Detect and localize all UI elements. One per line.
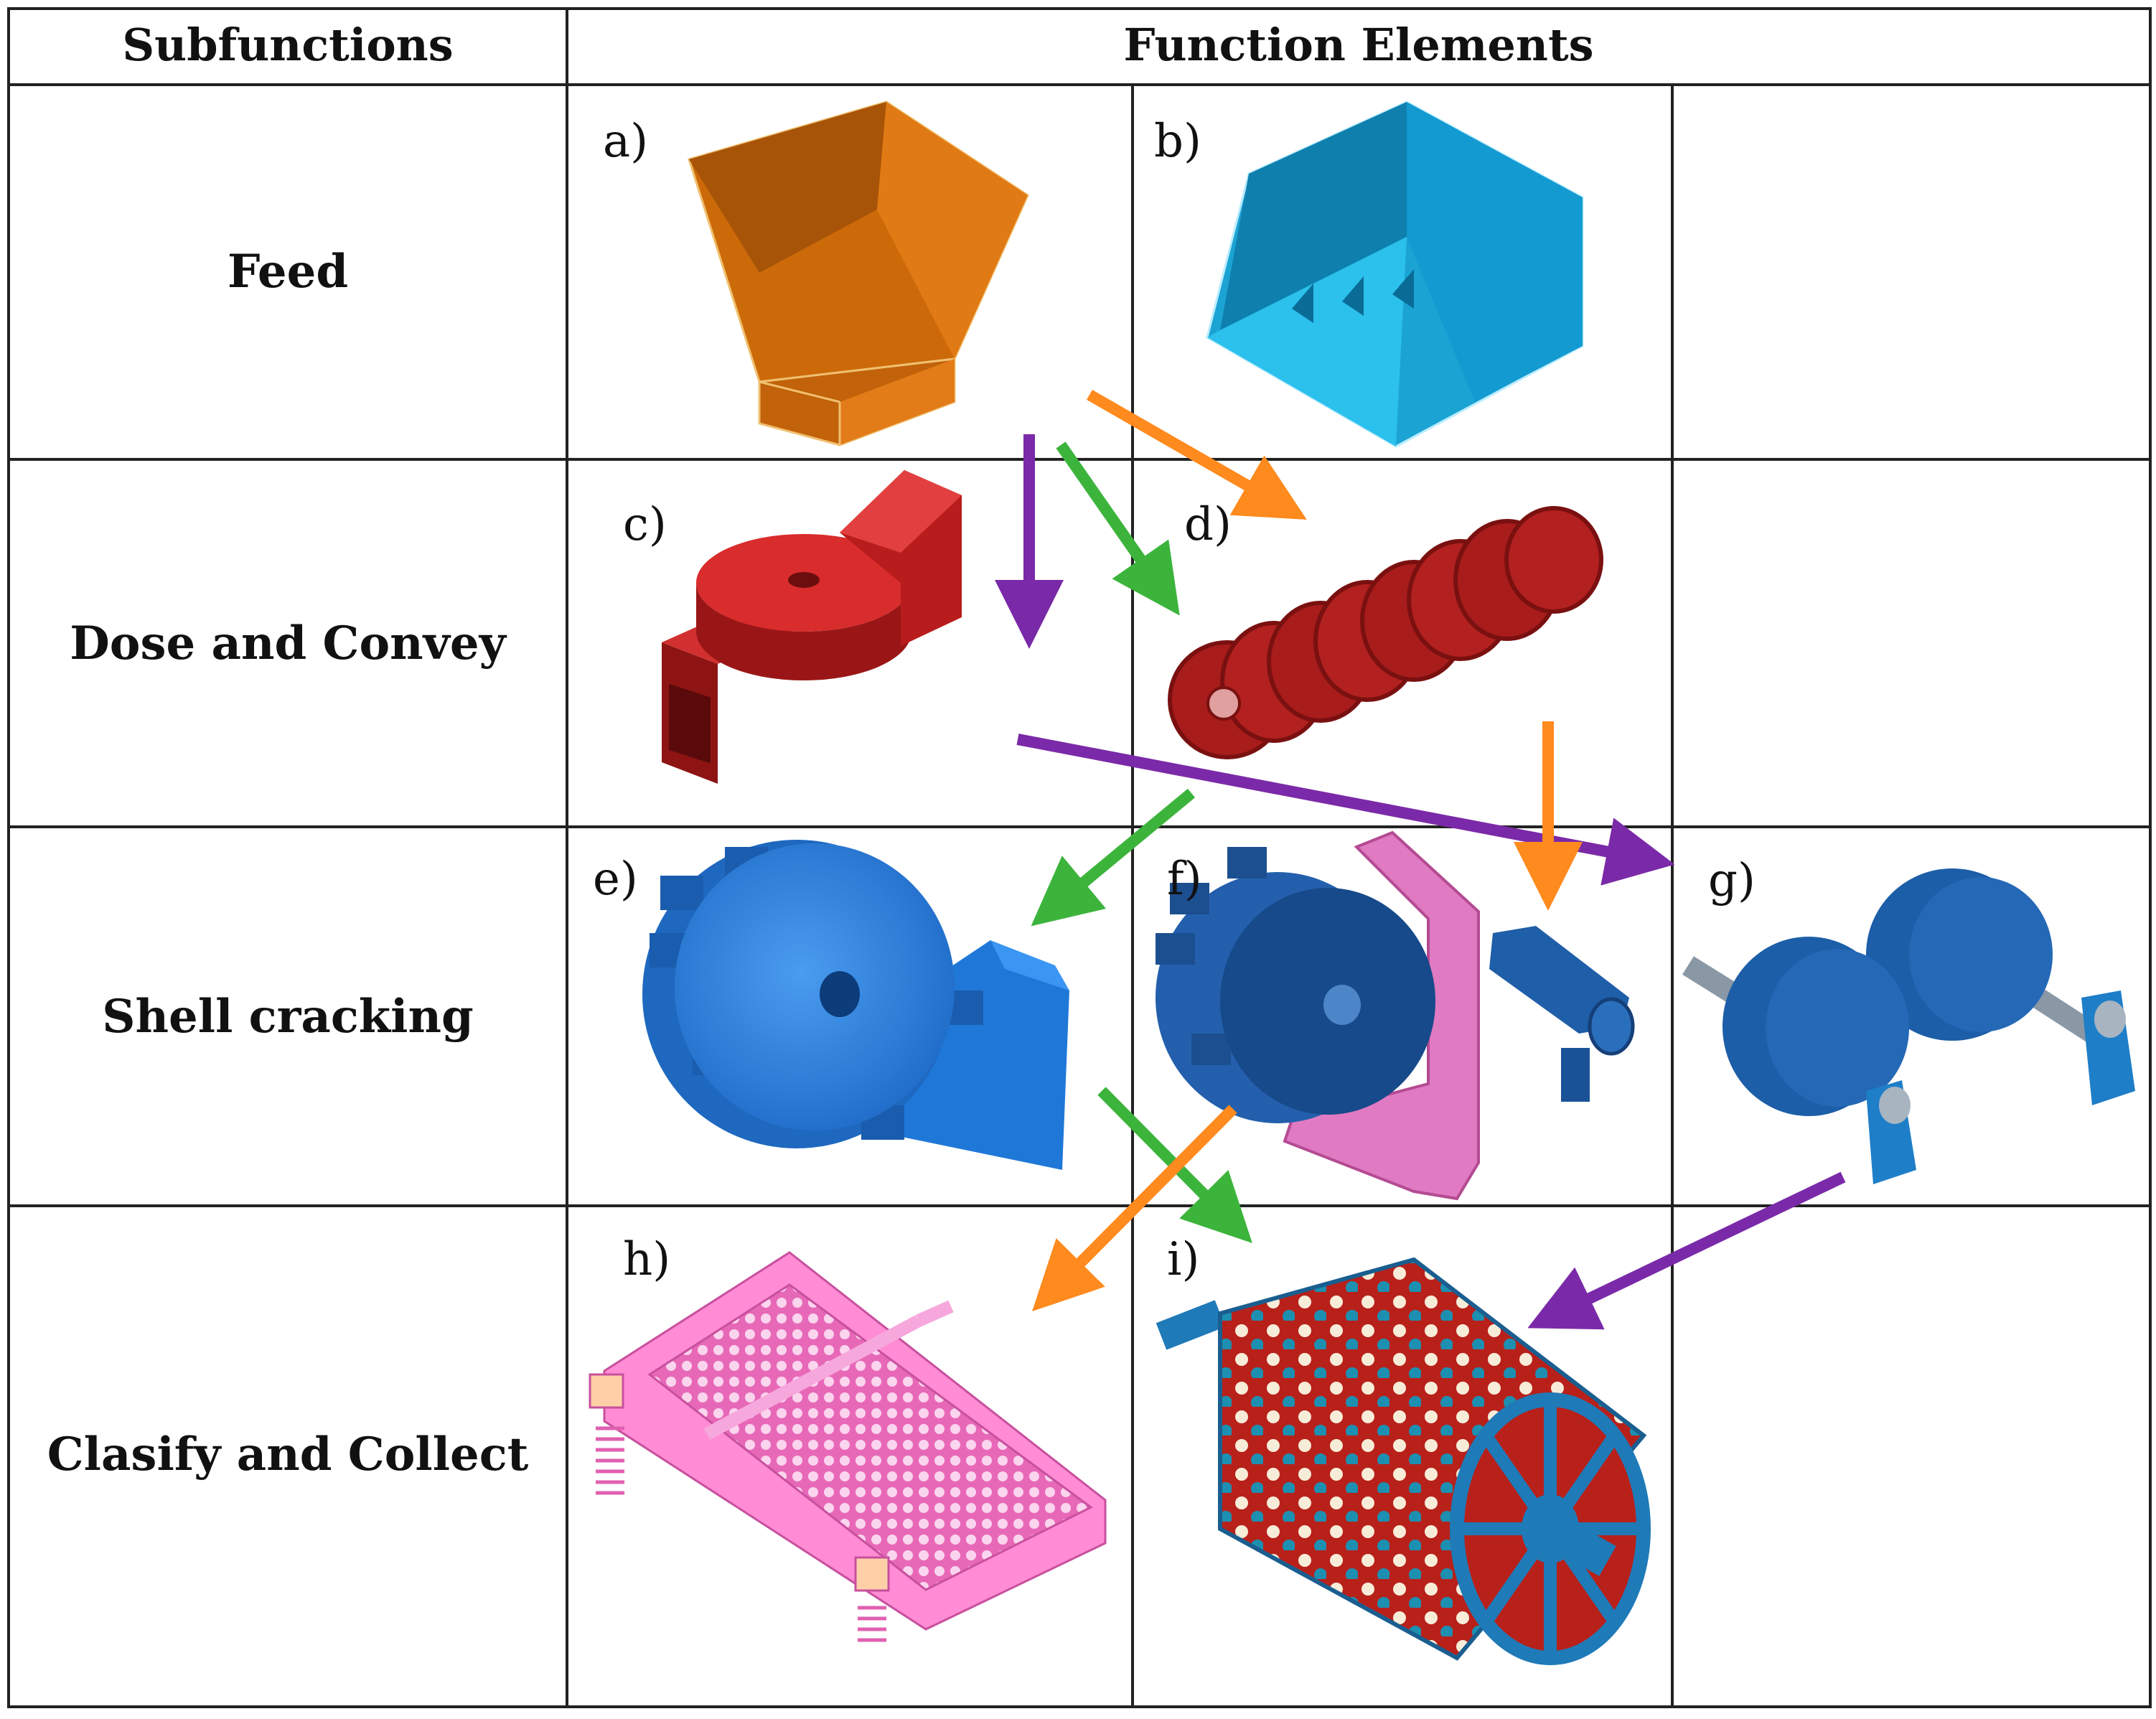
feed-box-illustration — [1206, 100, 1584, 448]
rotary-drum-sieve-illustration — [1156, 1257, 1651, 1665]
double-roller-illustration — [1682, 868, 2135, 1184]
header-subfunctions: Subfunctions — [122, 19, 453, 71]
row-label-shell-cracking: Shell cracking — [102, 990, 473, 1044]
element-tag-d: d) — [1184, 498, 1232, 551]
element-tag-i: i) — [1167, 1233, 1199, 1286]
arrow-orange-a-to-d — [1087, 390, 1307, 520]
header-function-elements: Function Elements — [1124, 19, 1594, 71]
screw-conveyor-illustration — [1168, 506, 1603, 759]
rotary-doser-illustration — [662, 470, 962, 784]
cracking-drum-plate-illustration — [642, 840, 1069, 1170]
element-tag-a: a) — [603, 115, 648, 168]
arrow-green-a-to-d — [1056, 441, 1180, 616]
element-tag-b: b) — [1154, 115, 1201, 168]
element-tag-e: e) — [593, 853, 638, 906]
row-label-dose-convey: Dose and Convey — [70, 617, 507, 670]
vibrating-sieve-illustration — [589, 1251, 1107, 1642]
arrow-purple-g-to-i — [1527, 1171, 1846, 1330]
row-label-feed: Feed — [228, 245, 348, 299]
arrow-green-d-to-e — [1031, 788, 1196, 927]
arrow-purple-c-to-g — [1016, 734, 1675, 886]
element-tag-h: h) — [623, 1233, 670, 1286]
element-tag-f: f) — [1167, 853, 1202, 906]
cracking-drum-rack-illustration — [1156, 830, 1635, 1201]
hopper-illustration — [688, 100, 1029, 446]
connection-arrows — [995, 390, 1846, 1330]
element-tag-c: c) — [623, 498, 667, 551]
arrow-orange-f-to-h — [1032, 1105, 1237, 1312]
arrow-green-e-to-i — [1097, 1087, 1252, 1244]
row-label-classify-collect: Clasify and Collect — [47, 1428, 529, 1481]
element-tag-g: g) — [1708, 854, 1756, 907]
